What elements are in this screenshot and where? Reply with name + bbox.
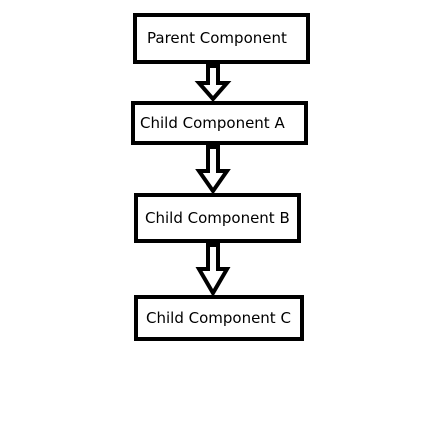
arrow-down-icon xyxy=(195,243,231,297)
node-label: Child Component C xyxy=(146,308,291,327)
node-label: Parent Component xyxy=(147,29,287,47)
node-label: Child Component B xyxy=(145,208,290,227)
child-component-a-box: Child Component A xyxy=(131,101,308,145)
child-component-c-box: Child Component C xyxy=(134,295,304,341)
arrow-down-icon xyxy=(194,64,232,103)
child-component-b-box: Child Component B xyxy=(134,193,301,243)
arrow-down-icon xyxy=(195,145,231,195)
node-label: Child Component A xyxy=(140,113,285,132)
parent-component-box: Parent Component xyxy=(133,13,310,64)
